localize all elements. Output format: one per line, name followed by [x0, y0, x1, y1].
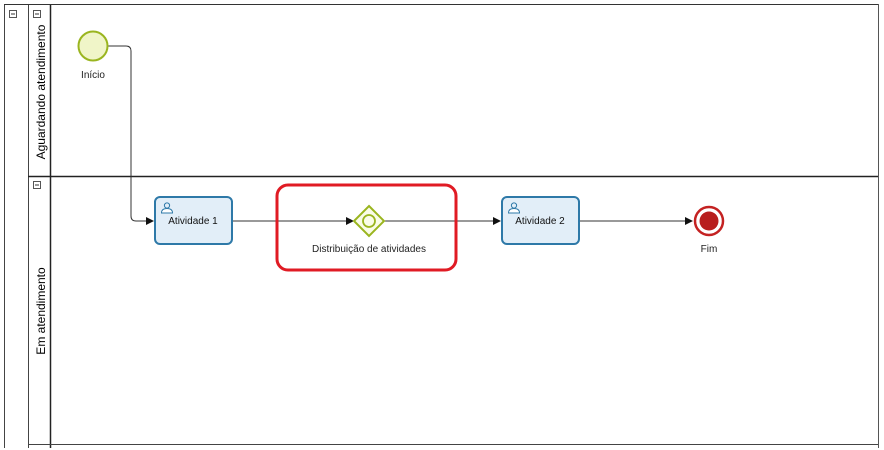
lane-em-atendimento: Em atendimento	[33, 181, 48, 355]
lane-title: Aguardando atendimento	[34, 24, 48, 159]
sequence-flows	[108, 45, 693, 225]
pool	[4, 4, 879, 448]
flow-start-to-task1[interactable]	[108, 45, 154, 225]
start-event-label: Início	[81, 70, 105, 81]
start-event[interactable]	[77, 30, 109, 62]
task-atividade-2[interactable]: Atividade 2	[501, 196, 580, 245]
user-icon	[160, 202, 174, 214]
highlight-box	[275, 183, 458, 272]
lane-collapse-toggle[interactable]	[33, 181, 41, 189]
task-label: Atividade 2	[515, 216, 565, 227]
pool-collapse-toggle[interactable]	[9, 10, 17, 18]
lane-title: Em atendimento	[34, 267, 48, 355]
end-event[interactable]	[693, 205, 725, 237]
end-event-label: Fim	[701, 244, 718, 255]
gateway-distribuicao[interactable]	[352, 204, 386, 238]
task-label: Atividade 1	[168, 216, 218, 227]
user-icon	[507, 202, 521, 214]
task-atividade-1[interactable]: Atividade 1	[154, 196, 233, 245]
lane-aguardando: Aguardando atendimento	[33, 10, 48, 159]
lane-collapse-toggle[interactable]	[33, 10, 41, 18]
gateway-label: Distribuição de atividades	[312, 244, 426, 255]
